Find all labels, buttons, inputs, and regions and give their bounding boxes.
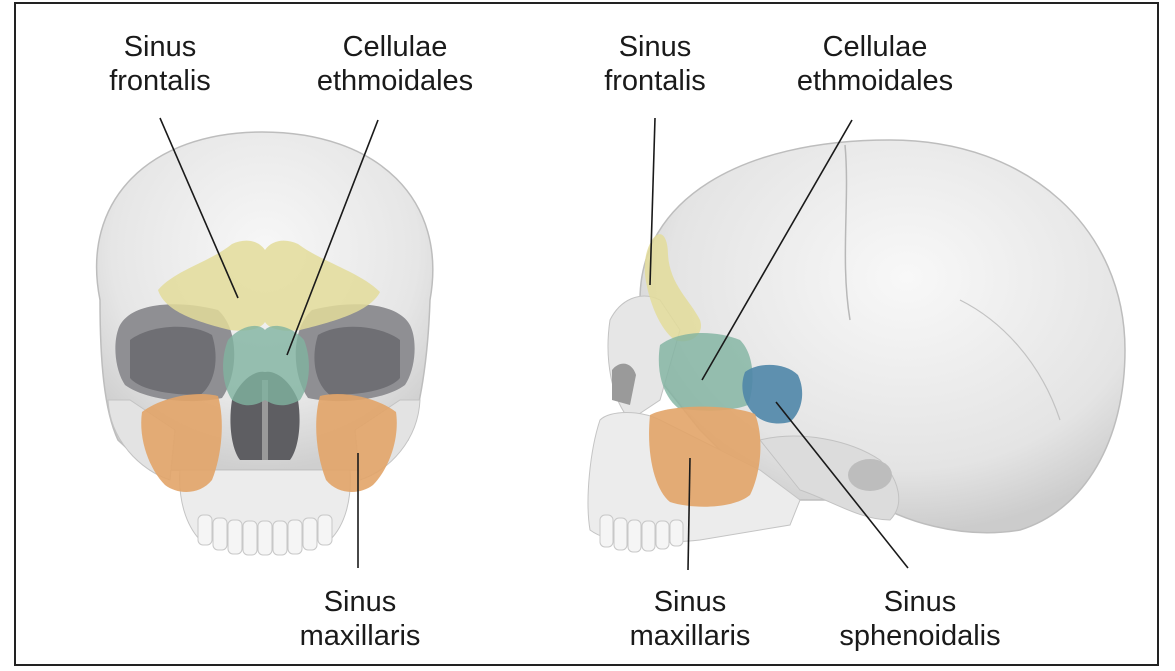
label-front-sinus-frontalis: Sinus frontalis xyxy=(85,30,235,98)
front-skull xyxy=(97,132,433,555)
label-lateral-cellulae-ethmoidales: Cellulae ethmoidales xyxy=(775,30,975,98)
label-lateral-sinus-sphenoidalis: Sinus sphenoidalis xyxy=(830,585,1010,653)
front-maxillary-sinus-right xyxy=(316,394,397,492)
label-front-sinus-maxillaris: Sinus maxillaris xyxy=(285,585,435,653)
lateral-skull xyxy=(588,140,1125,552)
label-lateral-sinus-frontalis: Sinus frontalis xyxy=(580,30,730,98)
label-front-cellulae-ethmoidales: Cellulae ethmoidales xyxy=(295,30,495,98)
label-lateral-sinus-maxillaris: Sinus maxillaris xyxy=(615,585,765,653)
lateral-ethmoid-cells xyxy=(659,333,753,411)
front-maxillary-sinus-left xyxy=(141,394,222,492)
front-ethmoid-cells xyxy=(223,326,309,405)
lateral-maxillary-sinus xyxy=(649,407,760,507)
